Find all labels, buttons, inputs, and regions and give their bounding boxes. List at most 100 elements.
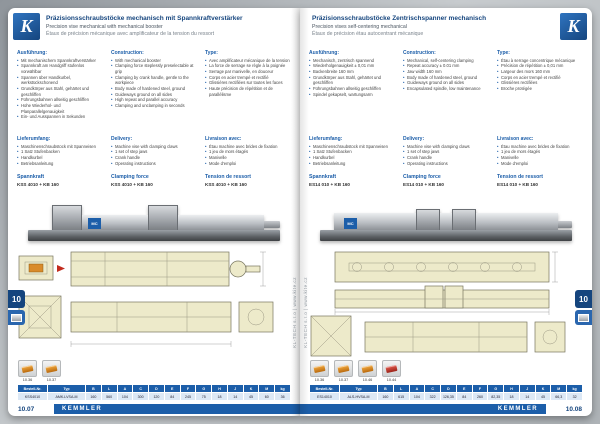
table-header-cell: H — [211, 384, 228, 393]
vise-mini-icon — [11, 313, 22, 322]
spec-item: Broche protégée — [497, 86, 583, 92]
table-cell: 18 — [503, 392, 520, 401]
delivery-item: Crank handle — [111, 155, 197, 161]
spec-item: Étau à serrage concentrique mécanique — [497, 58, 583, 64]
accessory-thumbnail — [310, 360, 329, 377]
table-cell: 66,3 — [550, 392, 568, 401]
table-header-cell: kg — [274, 384, 291, 393]
title-french: Étaux de précision mécanique avec amplif… — [46, 31, 215, 38]
spec-column: Ausführung: Mit mechanischem Spannkraftv… — [17, 50, 103, 134]
table-cell: 560 — [100, 392, 118, 401]
table-cell: 104 — [408, 392, 426, 401]
product-photo: MC — [18, 194, 290, 248]
spec-heading: Ausführung: — [309, 50, 339, 56]
clamping-heading: Tension de ressort — [497, 174, 544, 180]
spec-item: Mit mechanischem Spannkraftverstärker — [17, 58, 103, 64]
spec-item: Avec amplificateur mécanique de la tensi… — [205, 58, 291, 64]
bottom-view — [70, 301, 274, 333]
spec-list: Étau à serrage concentrique mécaniquePré… — [497, 58, 583, 92]
table-cell: 245 — [179, 392, 197, 401]
table-header-cell: Bestell-Nr. — [309, 384, 340, 393]
delivery-item: 1 Satz Stufenbacken — [17, 149, 103, 155]
brand-logo: K — [560, 13, 587, 40]
spec-item: Grundkörper aus Stahl, gehärtet und gesc… — [309, 75, 395, 86]
specification-columns: Ausführung: Mechanisch, zentrisch spanne… — [309, 50, 583, 134]
delivery-item: Manivelle — [497, 155, 583, 161]
table-cell: 82,35 — [487, 392, 505, 401]
spec-list: Mit mechanischem SpannkraftverstärkerSpa… — [17, 58, 103, 120]
clamping-code: KSS 4010 + KB 160 — [17, 182, 59, 187]
delivery-list: Maschinenschraubstock mit Spanneisen1 Sa… — [17, 144, 103, 167]
title-english: Precision vises self-centering mechanica… — [312, 24, 407, 31]
spec-item: Repeat accuracy ± 0.01 mm — [403, 63, 489, 69]
spec-item: Mechanisch, zentrisch spannend — [309, 58, 395, 64]
accessory-page-ref: 10.36 — [314, 378, 325, 382]
spec-item: Haute précision de répétition et de para… — [205, 86, 291, 97]
spec-item: Führungsbahnen allseitig geschliffen — [17, 97, 103, 103]
table-header-cell: J — [226, 384, 244, 393]
vise-image: MC — [28, 201, 280, 241]
table-cell: ALS-HVSA-M — [339, 392, 378, 401]
clamping-code: KSS 4010 + KB 160 — [205, 182, 247, 187]
spec-item: Précision de répétition ± 0,01 mm — [497, 63, 583, 69]
vise-image: MC — [320, 201, 572, 241]
clamping-code: KSS 4010 + KB 160 — [111, 182, 153, 187]
dimension-lines — [334, 251, 558, 315]
table-cell: 104 — [116, 392, 134, 401]
delivery-column: Lieferumfang: Maschinenschraubstock mit … — [309, 136, 395, 172]
delivery-item: Operating instructions — [111, 161, 197, 167]
spec-heading: Ausführung: — [17, 50, 47, 56]
spec-item: Grundkörper aus Stahl, gehärtet und gesc… — [17, 86, 103, 97]
delivery-column: Delivery: Machine vise with clamping cla… — [403, 136, 489, 172]
clamping-heading: Tension de ressort — [205, 174, 252, 180]
cross-section — [18, 295, 62, 339]
table-cell: 120 — [148, 392, 165, 401]
spec-column: Construction: Mechanical, self-centering… — [403, 50, 489, 134]
delivery-item: Manivelle — [205, 155, 291, 161]
delivery-heading: Delivery: — [111, 136, 133, 142]
delivery-item: Betriebsanleitung — [17, 161, 103, 167]
delivery-column: Livraison avec: Étau machine avec brides… — [205, 136, 291, 172]
spec-list: With mechanical boosterClamping force st… — [111, 58, 197, 109]
delivery-list: Étau machine avec brides de fixation1 je… — [205, 144, 291, 167]
delivery-columns: Lieferumfang: Maschinenschraubstock mit … — [17, 136, 291, 172]
catalog-page-left: K Präzisionsschraubstöcke mechanisch mit… — [8, 8, 300, 416]
accessory-part-icon — [361, 364, 374, 373]
vise-spindle — [555, 221, 572, 228]
delivery-item: Étau machine avec brides de fixation — [205, 144, 291, 150]
delivery-item: Machine vise with clamping claws — [403, 144, 489, 150]
spec-list: Mechanical, self-centering clampingRepea… — [403, 58, 489, 92]
spec-heading: Type: — [205, 50, 218, 56]
delivery-list: Machine vise with clamping claws1 set of… — [111, 144, 197, 167]
table-header-cell: F — [471, 384, 489, 393]
vise-mini-icon — [578, 313, 589, 322]
page-number: 10.08 — [565, 406, 582, 413]
specification-columns: Ausführung: Mit mechanischem Spannkraftv… — [17, 50, 291, 134]
spec-item: Guideways ground on all sides — [403, 80, 489, 86]
accessory-page-ref: 10.44 — [386, 378, 397, 382]
table-header-cell: G — [195, 384, 213, 393]
section-tab-icon — [8, 310, 25, 325]
spec-item: Body made of hardened steel, ground — [111, 86, 197, 92]
table-cell: 60 — [258, 392, 276, 401]
spec-item: With mechanical booster — [111, 58, 197, 64]
accessory-thumbnails: 10.36 10.37 10.46 10.44 — [310, 360, 401, 382]
page-title-block: Präzisionsschraubstöcke mechanisch mit S… — [46, 15, 286, 38]
catalog-spread: K Präzisionsschraubstöcke mechanisch mit… — [8, 8, 592, 416]
delivery-item: 1 jeu de mors étagés — [205, 149, 291, 155]
spec-heading: Type: — [497, 50, 510, 56]
accessory-item: 10.37 — [42, 360, 61, 382]
table-header-cell: L — [392, 384, 410, 393]
accessory-item: 10.37 — [334, 360, 353, 382]
delivery-heading: Lieferumfang: — [309, 136, 343, 142]
delivery-heading: Livraison avec: — [205, 136, 242, 142]
table-cell: AMK-LVSA-M — [47, 392, 86, 401]
spec-item: Clamping and unclamping in seconds — [111, 103, 197, 109]
delivery-column: Lieferumfang: Maschinenschraubstock mit … — [17, 136, 103, 172]
spec-item: Clamping by crank handle, gentle to the … — [111, 75, 197, 86]
top-view — [334, 251, 550, 283]
table-cell: 160 — [85, 392, 102, 401]
section-tab: 10 — [575, 290, 592, 325]
